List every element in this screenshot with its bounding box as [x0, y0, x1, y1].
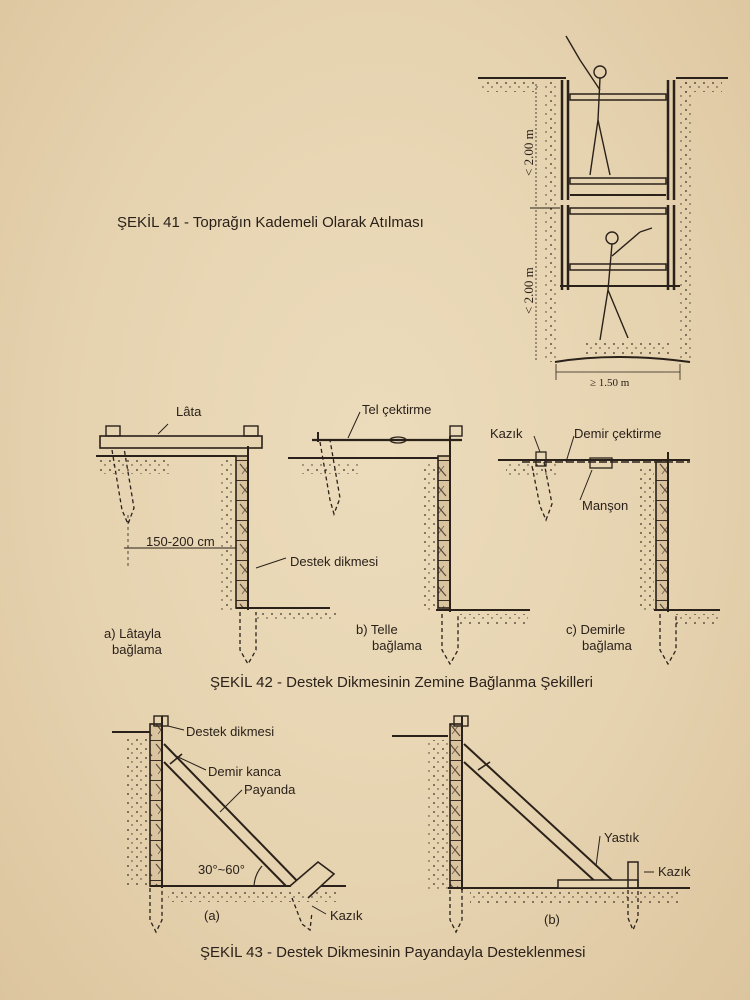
fig43-label-kanca: Demir kanca	[208, 764, 281, 779]
fig43-label-kazik-a: Kazık	[330, 908, 363, 923]
fig41-dim-upper: < 2.00 m	[521, 129, 536, 176]
fig43-label-payanda: Payanda	[244, 782, 296, 797]
fig42-label-tel: Tel çektirme	[362, 402, 432, 417]
fig42-panel-b	[288, 411, 530, 666]
fig43-label-angle: 30°~60°	[198, 862, 245, 877]
fig41-dim-width: ≥ 1.50 m	[590, 377, 630, 389]
fig42-sub-a-line2: bağlama	[112, 642, 162, 657]
fig42-caption: ŞEKİL 42 - Destek Dikmesinin Zemine Bağl…	[210, 674, 593, 691]
fig41-trench	[478, 35, 728, 380]
fig43-label-yastik: Yastık	[604, 830, 640, 845]
fig41-dim-lower: < 2.00 m	[521, 267, 536, 314]
fig43-sub-b: (b)	[544, 912, 560, 927]
fig42-label-kazik: Kazık	[490, 426, 523, 441]
fig41-caption: ŞEKİL 41 - Toprağın Kademeli Olarak Atıl…	[117, 214, 424, 231]
fig42-label-distance: 150-200 cm	[146, 534, 215, 549]
fig42-sub-c-line1: c) Demirle	[566, 622, 626, 637]
fig43-label-kazik-b: Kazık	[658, 864, 691, 879]
fig42-label-manson: Manşon	[582, 498, 629, 513]
fig43-panel-a	[112, 715, 346, 934]
fig42-sub-b-line2: bağlama	[372, 638, 422, 653]
fig42-label-destek: Destek dikmesi	[290, 554, 379, 569]
fig43-label-destek: Destek dikmesi	[186, 724, 275, 739]
fig43-panel-b	[392, 715, 690, 934]
fig42-sub-b-line1: b) Telle	[356, 622, 398, 637]
fig43-sub-a: (a)	[204, 908, 220, 923]
fig42-sub-c-line2: bağlama	[582, 638, 632, 653]
fig42-sub-a-line1: a) Lâtayla	[104, 626, 162, 641]
fig42-label-lata: Lâta	[176, 404, 202, 419]
fig42-label-demir: Demir çektirme	[574, 426, 662, 441]
fig42-panel-a	[96, 423, 336, 666]
fig42-panel-c	[498, 435, 720, 666]
fig43-caption: ŞEKİL 43 - Destek Dikmesinin Payandayla …	[200, 944, 586, 961]
